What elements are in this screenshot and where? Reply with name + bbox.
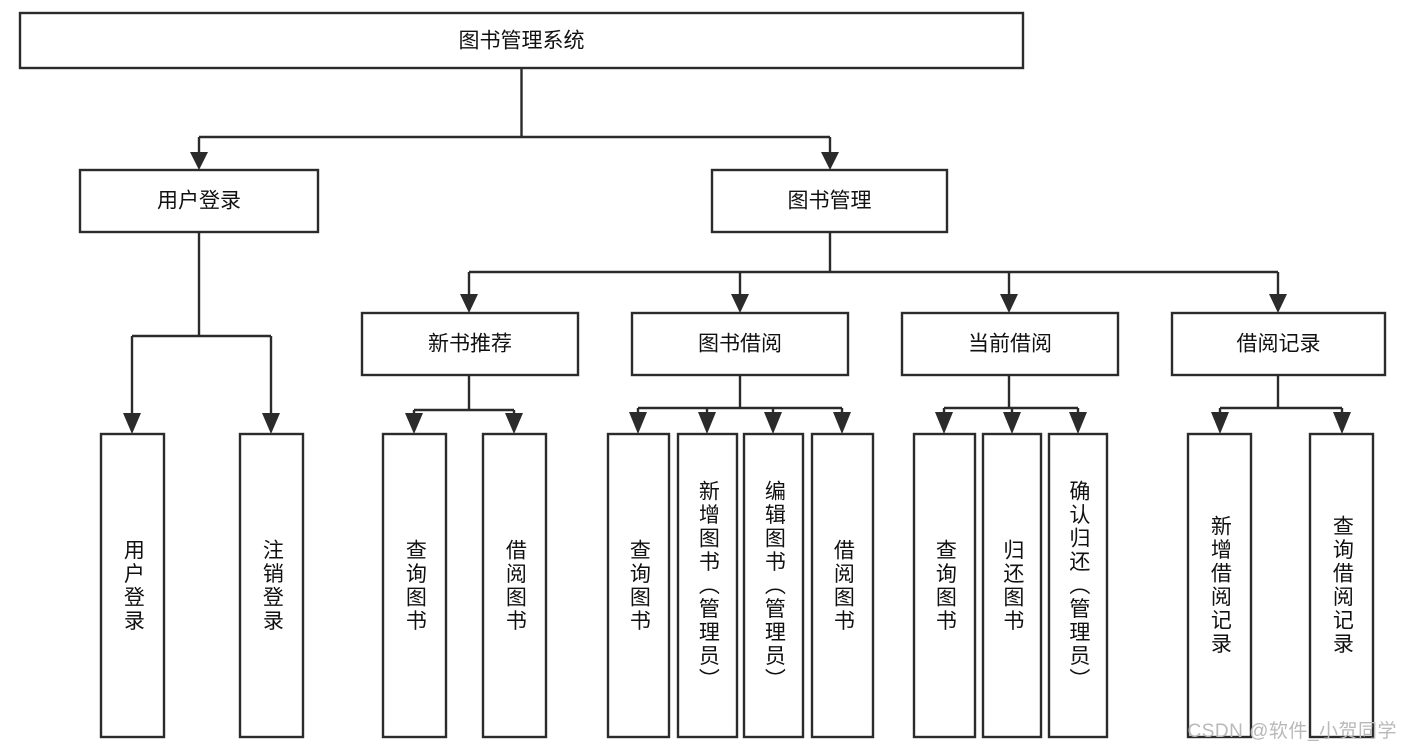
leaf-box-confirm-return-admin[interactable]: [1047, 432, 1109, 739]
node-book-borrow-box[interactable]: [630, 311, 850, 377]
leaf-box-borrow-book-rec[interactable]: [481, 432, 548, 739]
leaf-box-query-book-rec[interactable]: [381, 432, 448, 739]
arrowhead-borrow-record: [1269, 294, 1287, 313]
watermark-text: CSDN @软件_小贺同学: [1187, 721, 1397, 742]
arrowhead-leaf-edit-book: [764, 412, 782, 434]
arrowhead-book-borrow: [731, 294, 749, 313]
node-root-system[interactable]: 图书管理系统: [18, 11, 1025, 70]
arrowhead-book-mgmt: [821, 152, 839, 170]
leaf-box-add-book-admin[interactable]: [676, 432, 739, 739]
node-book-management-label: 图书管理: [788, 190, 872, 213]
leaf-box-user-login[interactable]: [99, 432, 166, 739]
arrowhead-current-borrow: [1000, 294, 1018, 313]
leaf-box-query-book-borrow[interactable]: [606, 432, 671, 739]
arrowhead-leaf-query-book-b: [629, 412, 647, 434]
node-new-book-recommend[interactable]: 新书推荐: [360, 311, 580, 377]
arrowhead-leaf-query-record: [1333, 412, 1351, 434]
node-book-borrow-label: 图书借阅: [698, 333, 782, 356]
node-new-book-recommend-label: 新书推荐: [428, 333, 512, 356]
leaf-box-query-borrow-record[interactable]: [1308, 432, 1375, 739]
arrowhead-leaf-confirm-return: [1069, 412, 1087, 434]
node-user-login[interactable]: 用户登录: [78, 168, 320, 234]
leaf-box-add-borrow-record[interactable]: [1186, 432, 1253, 739]
node-current-borrow-box[interactable]: [900, 311, 1120, 377]
node-user-login-box[interactable]: [78, 168, 320, 234]
leaf-box-borrow-book-borrow[interactable]: [810, 432, 875, 739]
leaf-box-edit-book-admin[interactable]: [742, 432, 805, 739]
node-book-borrow[interactable]: 图书借阅: [630, 311, 850, 377]
arrowhead-leaf-borrow-book-b: [833, 412, 851, 434]
arrowhead-user-login: [190, 152, 208, 170]
node-borrow-record-label: 借阅记录: [1237, 333, 1321, 356]
arrowhead-leaf-add-book: [698, 412, 716, 434]
arrowhead-leaf-add-record: [1211, 412, 1229, 434]
node-new-book-recommend-box[interactable]: [360, 311, 580, 377]
node-user-login-label: 用户登录: [157, 190, 241, 213]
node-borrow-record-box[interactable]: [1170, 311, 1387, 377]
arrowhead-leaf-return-book: [1003, 412, 1021, 434]
arrowhead-leaf-query-book-a: [405, 413, 423, 434]
node-current-borrow-label: 当前借阅: [968, 333, 1052, 356]
node-current-borrow[interactable]: 当前借阅: [900, 311, 1120, 377]
leaf-box-return-book[interactable]: [981, 432, 1043, 739]
arrowhead-leaf-logout: [262, 413, 280, 434]
arrowhead-leaf-user-login: [123, 413, 141, 434]
leaf-box-logout[interactable]: [238, 432, 305, 739]
arrowhead-new-book-rec: [460, 294, 478, 313]
node-root-system-box[interactable]: [18, 11, 1025, 70]
connectors-group: [123, 68, 1351, 434]
node-borrow-record[interactable]: 借阅记录: [1170, 311, 1387, 377]
arrowhead-leaf-query-book-c: [935, 412, 953, 434]
node-book-management-box[interactable]: [710, 168, 949, 234]
leaf-box-query-book-current[interactable]: [912, 432, 977, 739]
node-book-management[interactable]: 图书管理: [710, 168, 949, 234]
node-root-system-label: 图书管理系统: [459, 30, 585, 53]
arrowhead-leaf-borrow-book-a: [505, 413, 523, 434]
leaf-boxes-group: [99, 432, 1375, 739]
